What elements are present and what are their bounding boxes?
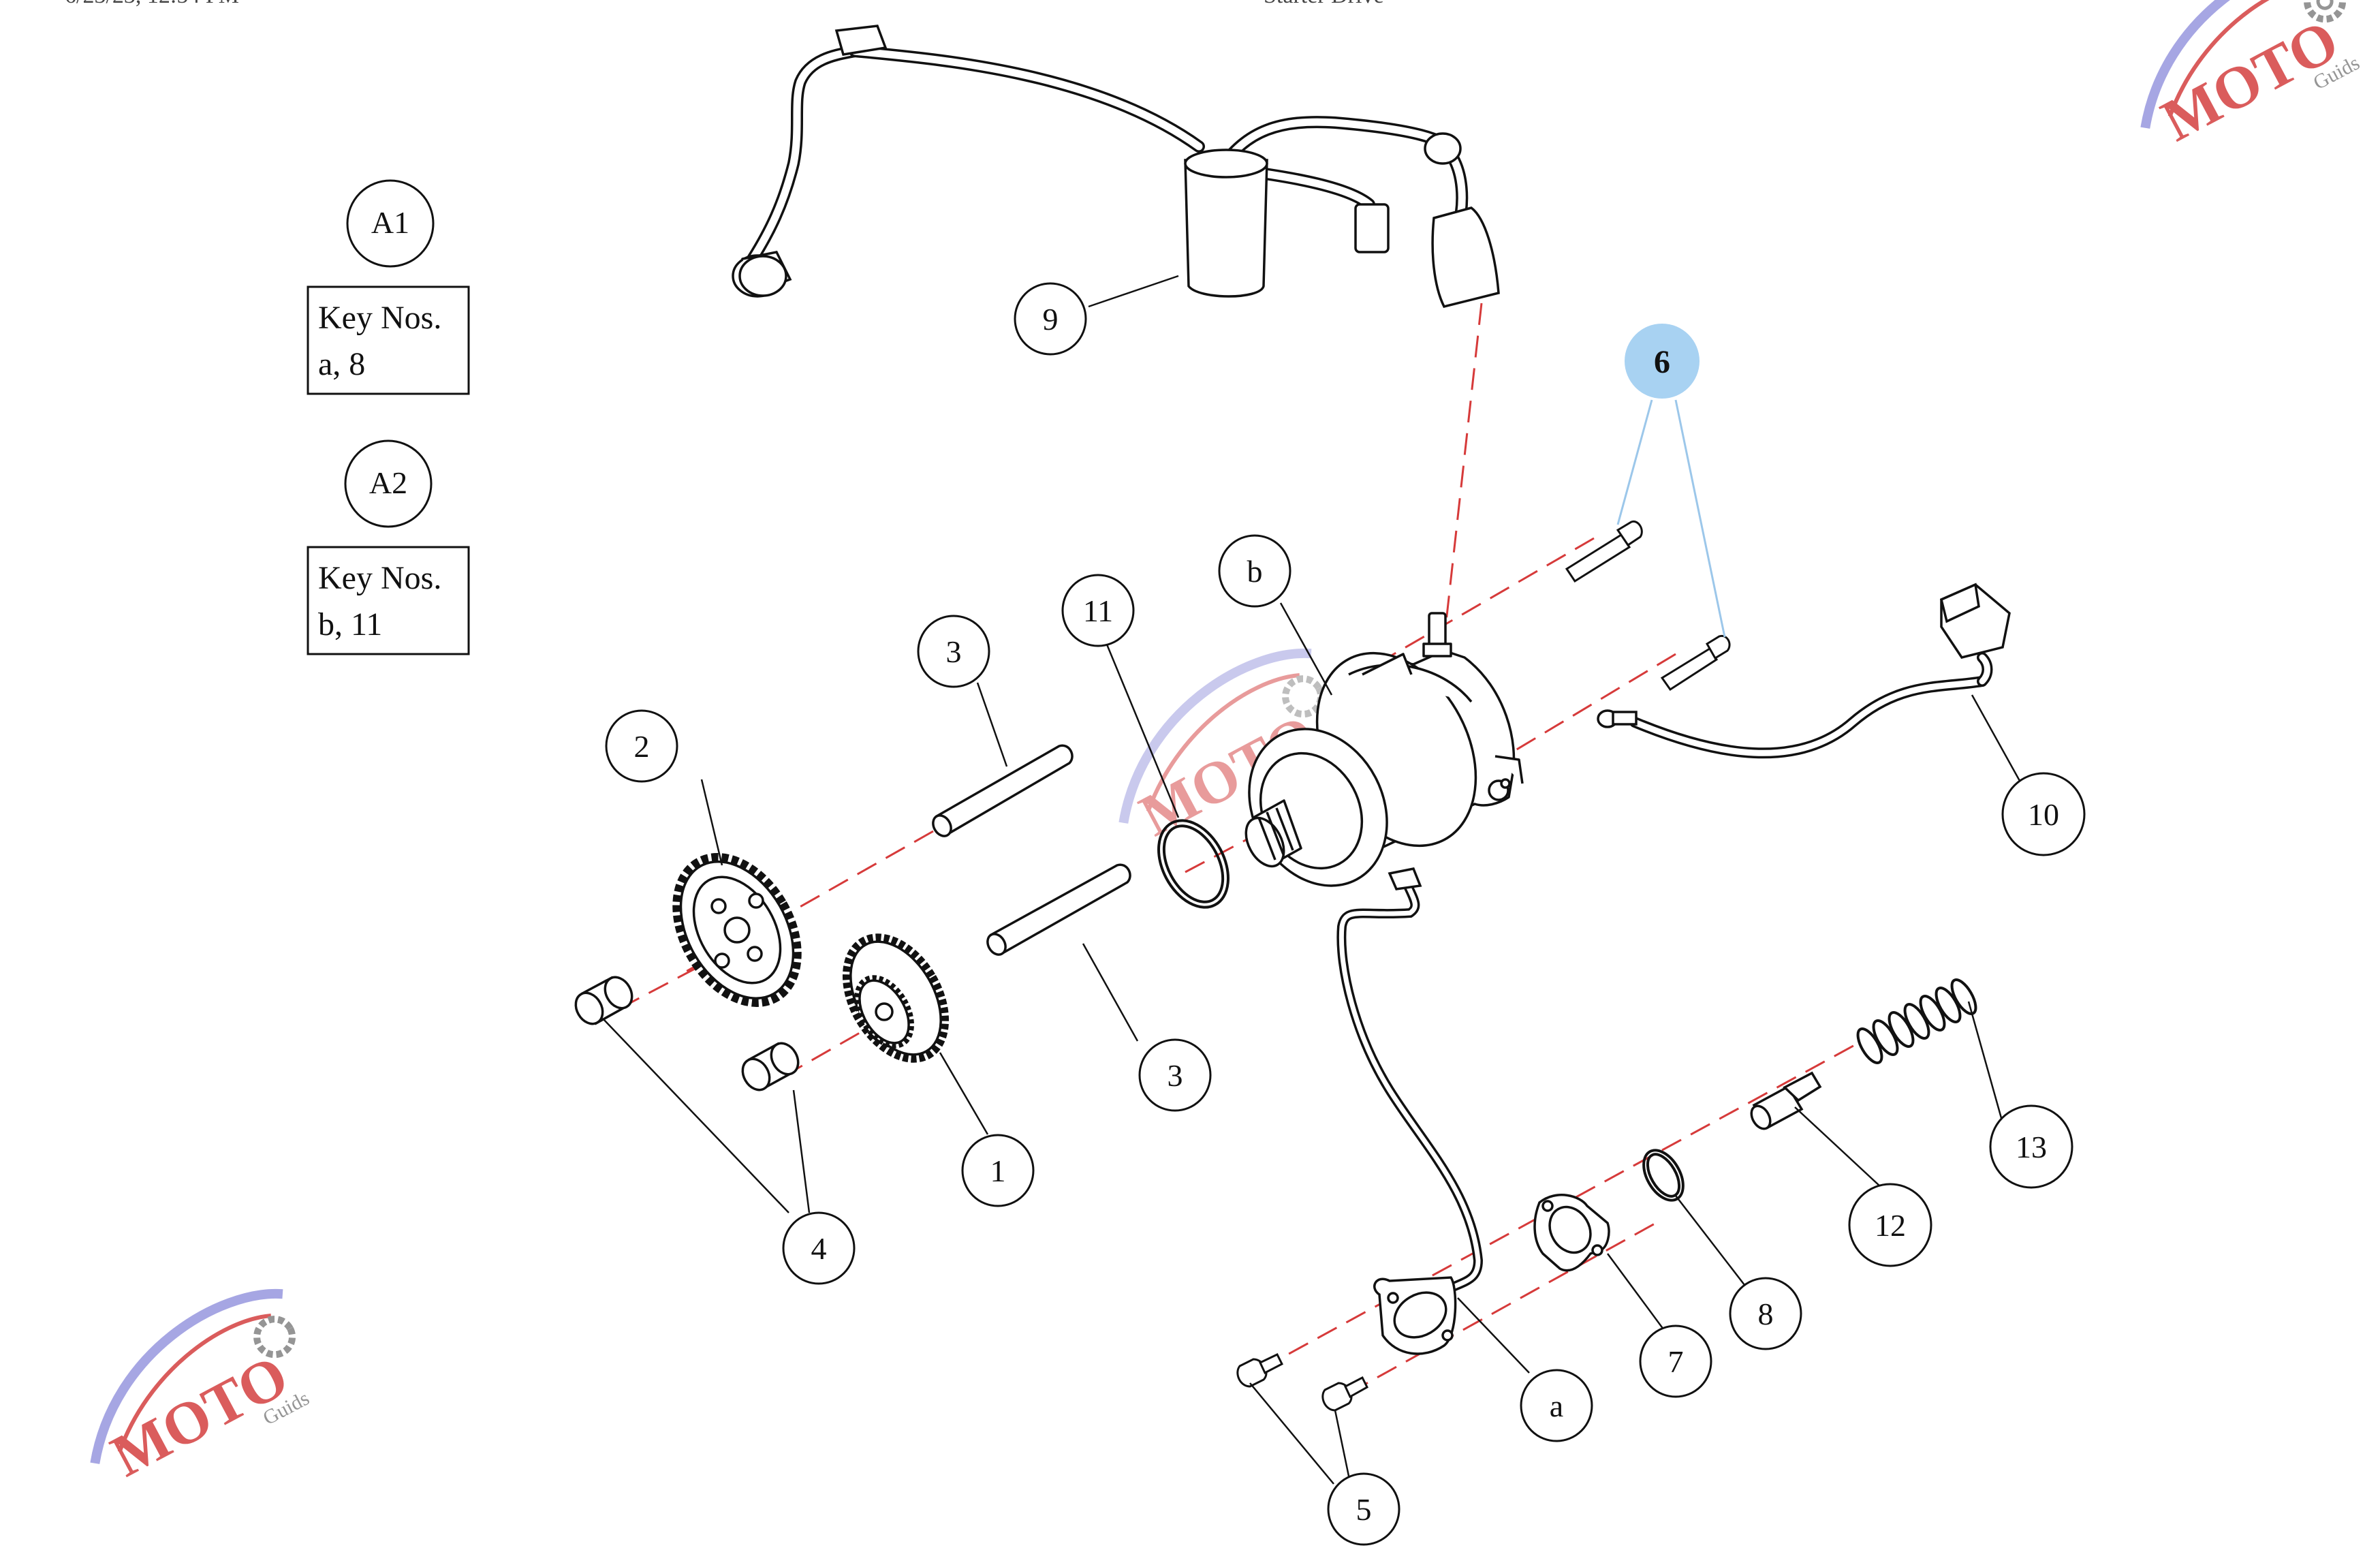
svg-text:4: 4 xyxy=(811,1231,827,1266)
callout-b: b xyxy=(1218,534,1291,608)
callout-4: 4 xyxy=(782,1211,856,1285)
svg-text:13: 13 xyxy=(2016,1130,2047,1164)
legend-a2-label: Key Nos. xyxy=(318,560,441,596)
callout-12: 12 xyxy=(1848,1183,1932,1267)
legend-a1-values: a, 8 xyxy=(318,346,365,382)
callout-5: 5 xyxy=(1327,1472,1400,1546)
wire-harness-icon xyxy=(732,25,1500,309)
callout-3-bottom: 3 xyxy=(1138,1038,1212,1112)
callout-6-highlighted[interactable]: 6 xyxy=(1625,324,1700,399)
svg-text:11: 11 xyxy=(1083,593,1113,628)
cog-icon xyxy=(253,1316,296,1359)
cog-icon xyxy=(1282,675,1325,718)
svg-text:a: a xyxy=(1550,1389,1563,1423)
legend-a2-values: b, 11 xyxy=(318,606,382,642)
callouts: 9 b 11 3 2 10 3 1 4 13 12 8 7 a 5 xyxy=(605,282,2086,1546)
legend-a2-id: A2 xyxy=(369,465,407,500)
leader-lines-highlighted xyxy=(1616,399,1726,638)
header-left-text: 6/23/23, 12:54 PM xyxy=(65,0,239,8)
callout-13: 13 xyxy=(1989,1104,2073,1189)
o-ring-icon xyxy=(1642,1149,1685,1202)
starter-motor-icon xyxy=(1244,612,1524,887)
callout-3-top: 3 xyxy=(917,615,990,688)
legend-a1-label: Key Nos. xyxy=(318,300,441,336)
sensor-cable-icon xyxy=(1597,583,2011,759)
watermark-top-right: MOTO Guids xyxy=(2140,0,2363,155)
svg-text:1: 1 xyxy=(990,1153,1006,1188)
callout-6-label: 6 xyxy=(1654,344,1670,380)
callout-1: 1 xyxy=(961,1134,1035,1207)
callout-9: 9 xyxy=(1014,282,1087,356)
gasket-icon xyxy=(1533,1194,1610,1272)
cog-icon xyxy=(2304,0,2347,23)
callout-10: 10 xyxy=(2001,772,2086,856)
watermark-bottom-left: MOTO Guids xyxy=(90,1288,313,1490)
callout-2: 2 xyxy=(605,709,678,783)
svg-text:3: 3 xyxy=(1168,1058,1183,1093)
shaft-icon xyxy=(932,744,1131,956)
svg-text:3: 3 xyxy=(946,634,962,669)
svg-text:8: 8 xyxy=(1758,1297,1774,1331)
legend-a1: A1 Key Nos. a, 8 xyxy=(307,179,470,395)
leader-lines xyxy=(602,275,2024,1485)
bushing-icon xyxy=(574,976,800,1091)
gear-icon xyxy=(672,853,802,1007)
callout-11: 11 xyxy=(1061,574,1135,647)
svg-text:9: 9 xyxy=(1043,302,1059,337)
bolt-icon xyxy=(1236,1353,1368,1412)
svg-text:b: b xyxy=(1247,554,1263,589)
svg-text:5: 5 xyxy=(1356,1492,1372,1527)
legend-a1-id: A1 xyxy=(371,205,409,240)
speed-sensor-icon xyxy=(1336,867,1484,1355)
header-center-text: Starter Drive xyxy=(1264,0,1384,8)
callout-7: 7 xyxy=(1639,1324,1712,1398)
spring-icon xyxy=(1856,978,1977,1064)
o-ring-icon xyxy=(1157,819,1230,909)
pin-icon xyxy=(1750,1071,1822,1130)
callout-8: 8 xyxy=(1729,1277,1802,1350)
svg-text:10: 10 xyxy=(2028,797,2059,832)
callout-a: a xyxy=(1520,1369,1593,1442)
svg-text:7: 7 xyxy=(1668,1344,1684,1379)
legend-a2: A2 Key Nos. b, 11 xyxy=(307,439,470,655)
bolt-icon xyxy=(1565,520,1731,692)
gear-icon xyxy=(842,933,950,1063)
svg-text:2: 2 xyxy=(634,729,650,764)
svg-text:12: 12 xyxy=(1875,1208,1906,1243)
